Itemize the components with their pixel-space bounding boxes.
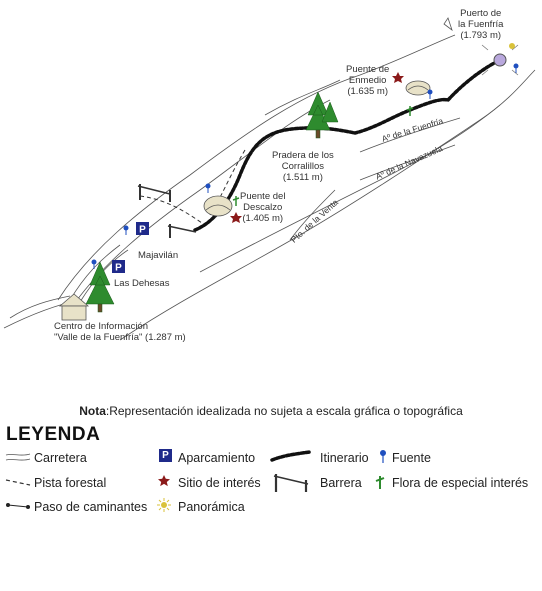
legend-flora: Flora de especial interés [392, 476, 529, 490]
summit-marker [493, 53, 507, 67]
flora-legend-icon [375, 476, 385, 489]
panorama-legend-icon [157, 498, 171, 512]
summit-fountain [513, 63, 519, 73]
descalzo-fountain [205, 183, 211, 193]
note-text: :Representación idealizada no sujeta a e… [105, 404, 463, 418]
legend-pista: Pista forestal [34, 476, 107, 490]
label-puerto: Puerto de la Fuenfría (1.793 m) [458, 8, 504, 41]
bridge-enmedio [405, 80, 431, 96]
descalzo-star [230, 212, 242, 223]
forest-track [139, 195, 206, 226]
forest-track-2 [209, 149, 246, 216]
valley-edge-lower [119, 69, 536, 341]
label-praderas: Pradera de los Corralillos (1.511 m) [272, 150, 334, 183]
valley-edge-lower-2 [199, 104, 501, 273]
barrier-lower [167, 224, 197, 238]
enmedio-fountain [427, 89, 433, 99]
summit-rays [481, 44, 519, 76]
trail-map: P P [3, 17, 536, 341]
legend-sitio: Sitio de interés [178, 476, 261, 490]
enmedio-star [392, 72, 404, 83]
valley-edge-ridge [264, 79, 341, 116]
itinerary-route [193, 58, 502, 232]
stream-navazuela [359, 144, 456, 181]
pine-trees-dehesas [85, 261, 115, 313]
label-descalzo: Puente del Descalzo (1.405 m) [240, 191, 286, 224]
valley-edge-upper-2 [69, 99, 331, 311]
enmedio-flora [406, 106, 414, 116]
pine-trees-corralillos [305, 91, 339, 139]
stream-fuenfria [359, 117, 461, 153]
parking-majavilan: P [136, 222, 149, 236]
legend-aparcamiento: Aparcamiento [178, 451, 256, 465]
label-majavilan: Majavilán [138, 250, 179, 261]
svg-text:P: P [139, 225, 146, 236]
star-legend-icon [158, 475, 170, 487]
info-center-building [58, 293, 90, 321]
map-note: Nota:Representación idealizada no sujeta… [0, 404, 542, 418]
parking-dehesas: P [112, 260, 125, 274]
svg-text:P: P [115, 263, 122, 274]
valley-edge-foot-2 [9, 295, 71, 319]
fountain-legend-icon [380, 450, 386, 463]
legend-itinerario: Itinerario [320, 451, 369, 465]
legend-carretera: Carretera [34, 451, 87, 465]
barrier-legend-icon [273, 474, 309, 492]
legend-fuente: Fuente [392, 451, 431, 465]
label-enmedio: Puente de Enmedio (1.635 m) [346, 64, 390, 97]
descalzo-flora [232, 196, 240, 206]
label-dehesas: Las Dehesas [114, 278, 170, 289]
bridge-descalzo [203, 195, 233, 217]
road-symbol-icon [5, 453, 31, 461]
summit-panorama [509, 43, 515, 49]
footpath-symbol-icon [6, 503, 30, 509]
note-bold: Nota [79, 404, 106, 418]
barrier-upper [137, 184, 171, 202]
dehesas-fountain [91, 259, 97, 269]
itinerary-symbol-icon [270, 450, 312, 462]
legend-panoramica: Panorámica [178, 500, 245, 514]
valley-edge-road [69, 244, 121, 301]
majavilan-fountain [123, 225, 129, 235]
stream-venta [289, 189, 336, 241]
forest-track-symbol-icon [5, 479, 31, 486]
legend-paso: Paso de caminantes [34, 500, 148, 514]
summit-panorama-icon [443, 17, 453, 32]
legend-title: LEYENDA [6, 424, 101, 445]
parking-legend-icon: P [159, 449, 172, 462]
legend-barrera: Barrera [320, 476, 362, 490]
valley-edge-upper [57, 34, 456, 301]
label-centro: Centro de Información "Valle de la Fuenf… [54, 321, 186, 343]
